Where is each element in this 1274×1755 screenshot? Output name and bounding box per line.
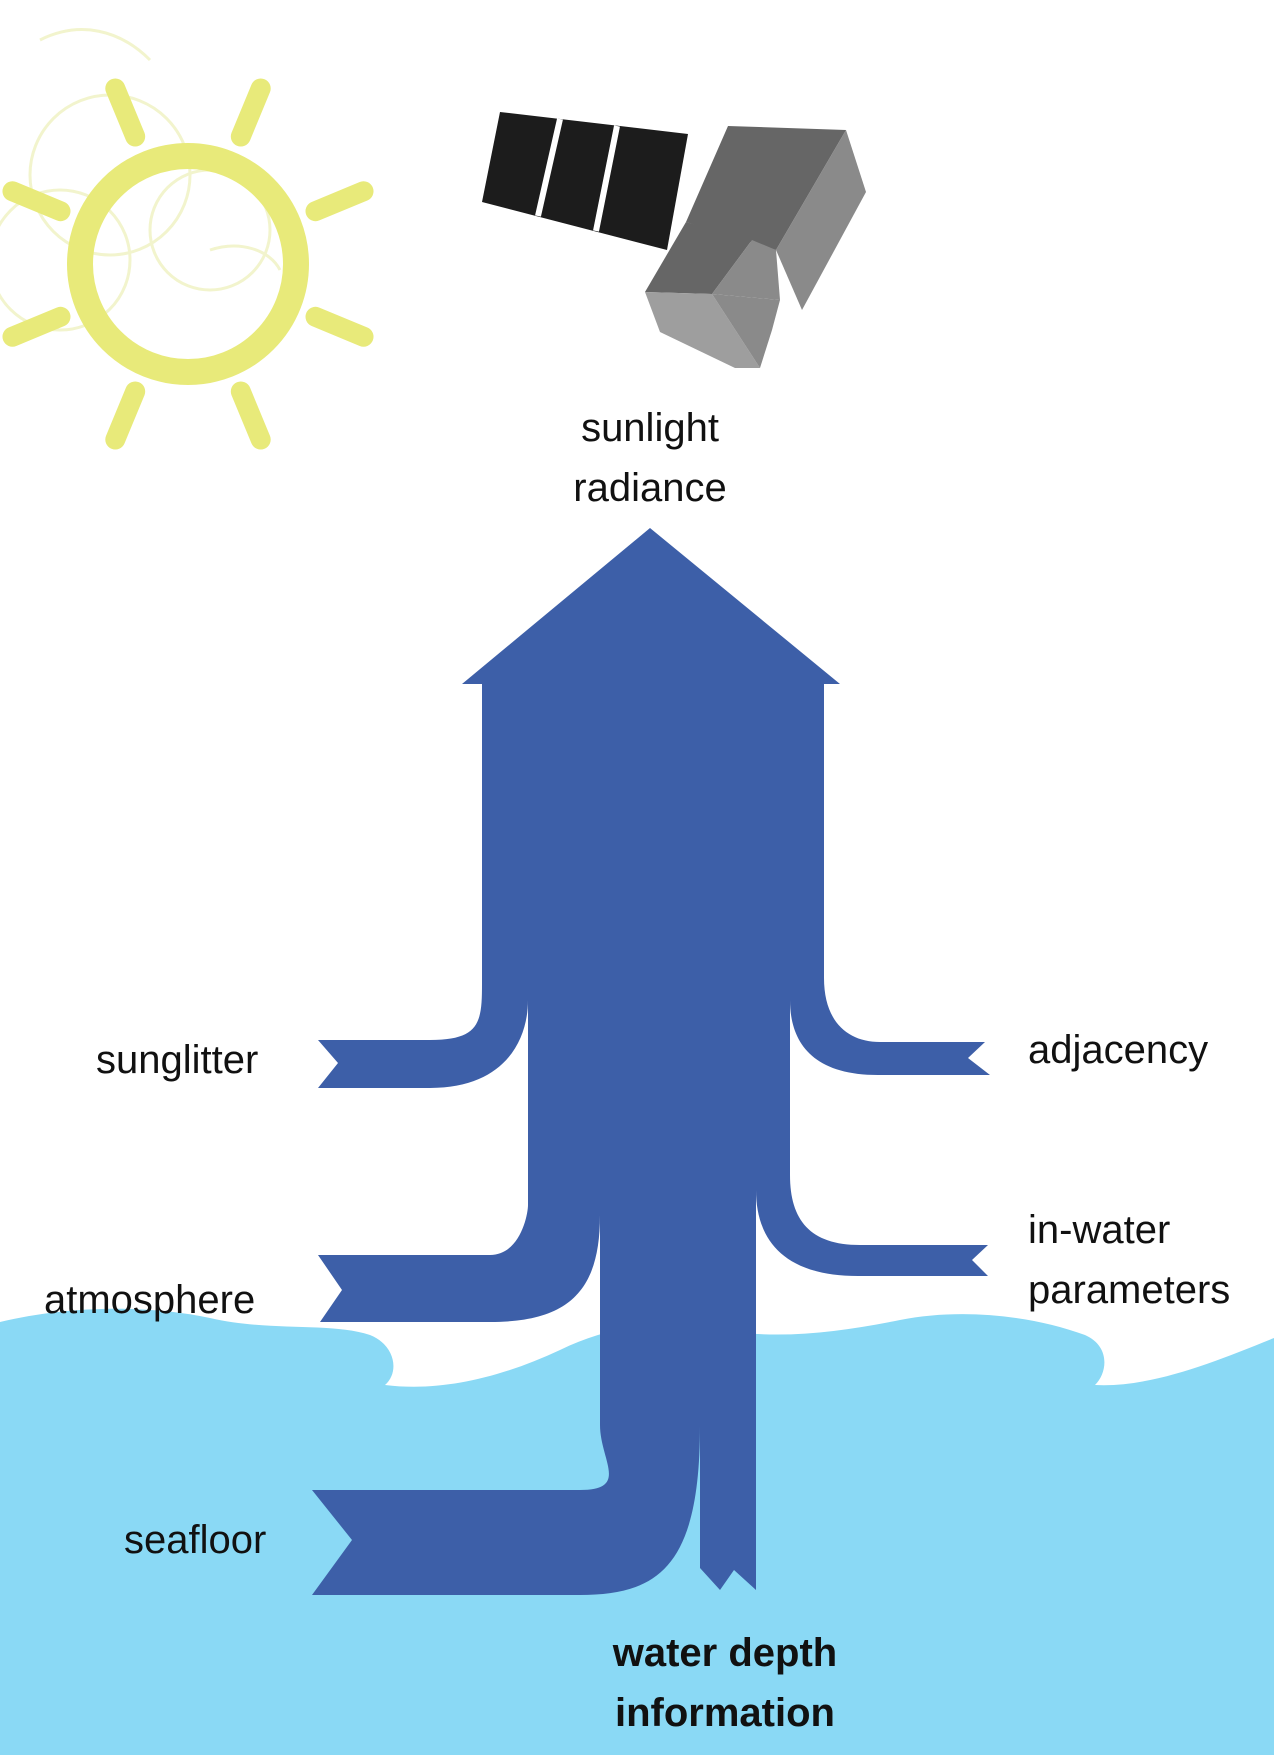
label-parameters-line: parameters <box>1028 1268 1231 1312</box>
label-sunlight-line: sunlight <box>581 406 719 450</box>
label-adjacency: adjacency <box>1028 1028 1209 1072</box>
satellite-icon <box>482 112 866 368</box>
sun-ray <box>230 78 271 147</box>
label-atmosphere: atmosphere <box>44 1278 256 1322</box>
sun-icon <box>0 28 374 450</box>
label-in-water-parameters: in-water parameters <box>1028 1200 1230 1320</box>
sun-ray <box>2 306 71 347</box>
label-information-line: information <box>615 1691 835 1735</box>
sun-ray <box>105 78 146 147</box>
sun-ray <box>305 181 374 222</box>
label-water-depth-information: water depth information <box>575 1623 875 1743</box>
label-sunlight-radiance: sunlight radiance <box>550 398 750 518</box>
label-radiance-line: radiance <box>573 466 727 510</box>
sun-ray <box>230 381 271 450</box>
label-in-water-line: in-water <box>1028 1208 1171 1252</box>
label-water-depth-line: water depth <box>612 1631 838 1675</box>
sun-ray <box>2 181 71 222</box>
sun-ray <box>305 306 374 347</box>
label-seafloor: seafloor <box>124 1518 267 1562</box>
sun-ray <box>105 381 146 450</box>
label-sunglitter: sunglitter <box>96 1038 259 1082</box>
radiance-flow-arrow <box>312 528 990 1595</box>
